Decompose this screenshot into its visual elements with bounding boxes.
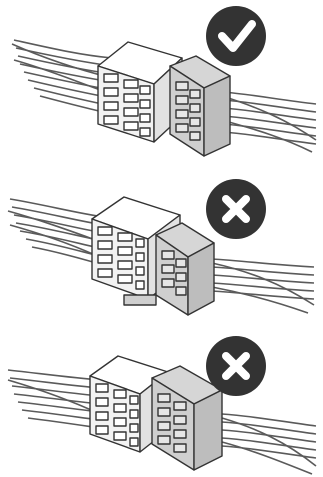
left-connector-housing	[97, 41, 183, 143]
right-wire-bundle	[221, 413, 317, 475]
right-connector-housing	[151, 365, 223, 471]
connector-panel-incorrect-1	[0, 159, 323, 318]
connector-illustration	[7, 179, 315, 316]
right-wire-bundle	[211, 258, 315, 314]
connector-panel-incorrect-2	[0, 318, 323, 477]
cross-icon	[206, 179, 266, 239]
right-connector-housing	[169, 55, 231, 157]
connector-panel-correct	[0, 0, 323, 159]
left-wire-bundle	[7, 198, 105, 266]
check-icon	[206, 6, 266, 66]
connector-illustration	[11, 6, 317, 157]
right-connector-housing	[123, 222, 215, 316]
left-wire-bundle	[11, 39, 113, 115]
cross-icon	[206, 336, 266, 396]
left-wire-bundle	[7, 369, 101, 429]
right-wire-bundle	[221, 91, 317, 153]
connector-illustration	[7, 336, 317, 475]
